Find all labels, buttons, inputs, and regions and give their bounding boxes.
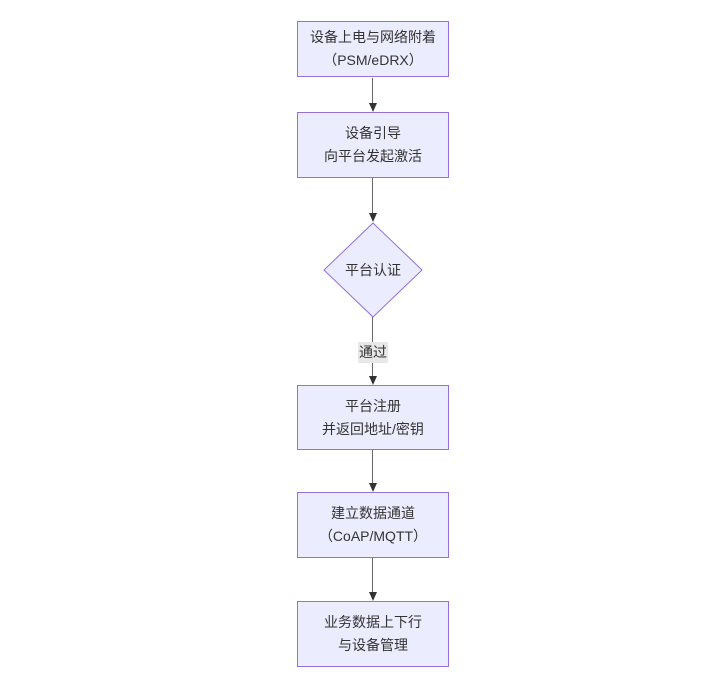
arrow-down-icon (368, 483, 377, 492)
node-label-line: 建立数据通道 (331, 505, 415, 521)
flow-arrow (368, 78, 377, 112)
arrow-down-icon (368, 592, 377, 601)
node-data-channel: 建立数据通道 （CoAP/MQTT） (297, 492, 449, 558)
arrow-line (372, 558, 373, 592)
node-label-line: 并返回地址/密钥 (322, 420, 424, 437)
arrow-down-icon (368, 376, 377, 385)
arrow-down-icon (368, 213, 377, 222)
node-label-line: 业务数据上下行 (324, 614, 422, 630)
node-device-bootstrap: 设备引导 向平台发起激活 (297, 112, 449, 178)
node-label-line: （CoAP/MQTT） (318, 528, 428, 544)
node-label-line: 设备引导 (345, 125, 401, 141)
node-label: 平台认证 (345, 262, 401, 278)
node-label-line: 与设备管理 (338, 637, 408, 653)
node-platform-register: 平台注册 并返回地址/密钥 (297, 385, 449, 450)
flow-arrow (368, 450, 377, 492)
arrow-line (372, 178, 373, 213)
arrow-line (372, 78, 373, 103)
node-label-line: （PSM/eDRX） (323, 52, 423, 68)
arrow-down-icon (368, 103, 377, 112)
node-device-attach: 设备上电与网络附着 （PSM/eDRX） (297, 21, 449, 77)
flow-arrow (368, 558, 377, 601)
diamond-shape (323, 222, 423, 318)
node-label-line: 设备上电与网络附着 (310, 29, 436, 45)
node-platform-auth-decision: 平台认证 (323, 222, 423, 318)
node-business-data: 业务数据上下行 与设备管理 (297, 601, 449, 667)
arrow-line (372, 450, 373, 483)
node-label-line: 平台注册 (345, 397, 401, 414)
node-label-line: 向平台发起激活 (324, 148, 422, 164)
flow-arrow (368, 178, 377, 222)
edge-label-pass: 通过 (358, 342, 388, 363)
